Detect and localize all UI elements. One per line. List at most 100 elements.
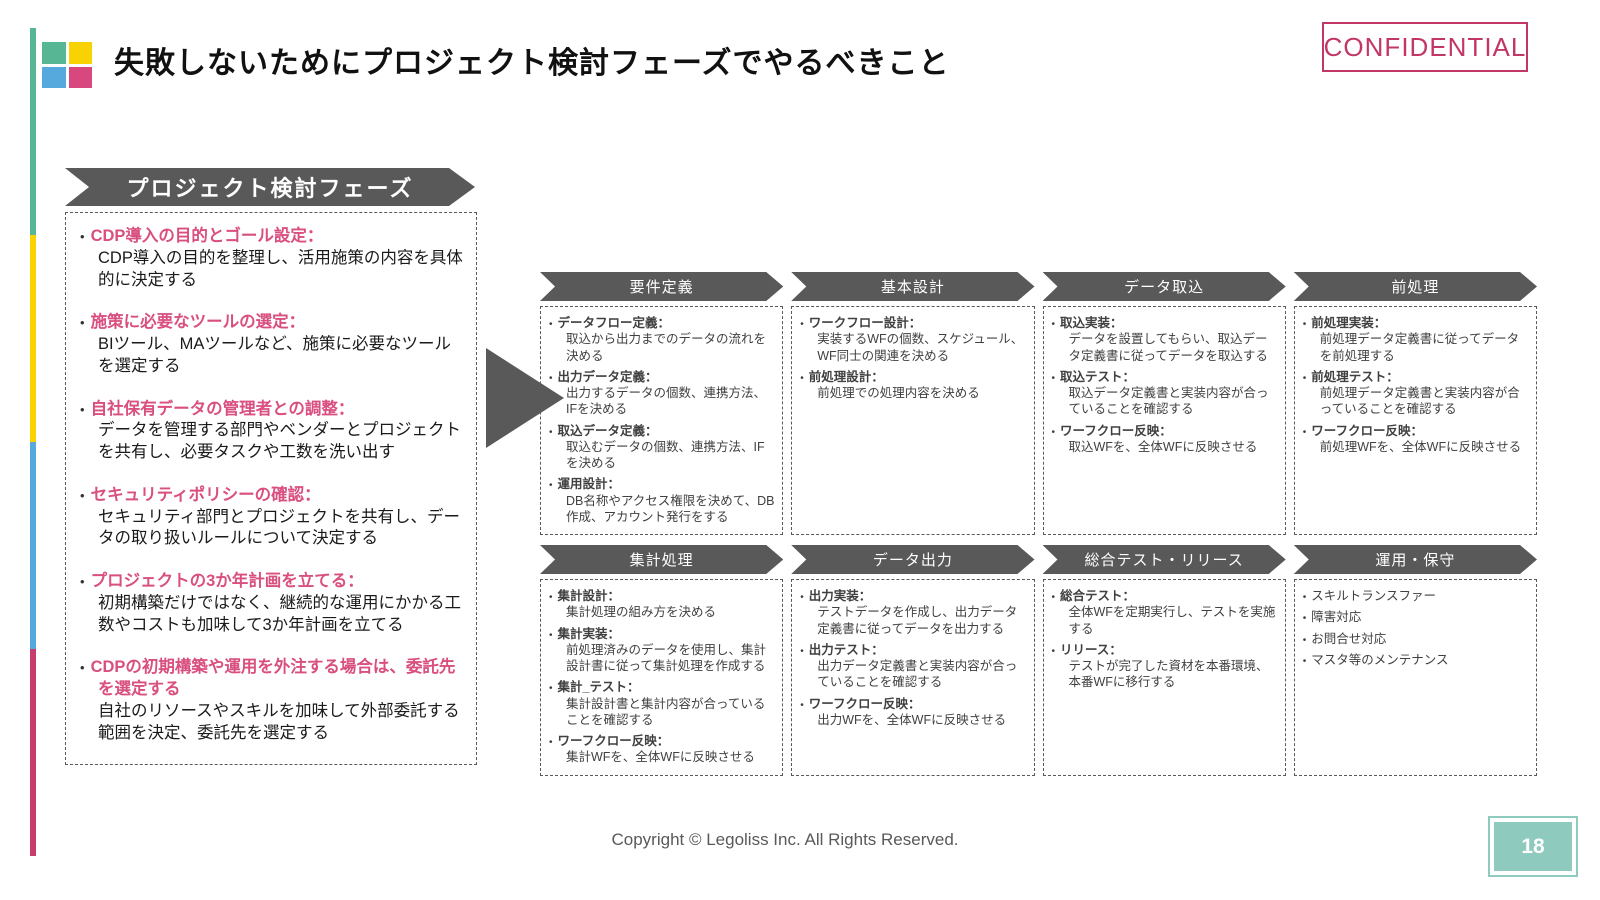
phase-header: 要件定義 xyxy=(540,272,783,301)
phase-header: 前処理 xyxy=(1294,272,1537,301)
panel-item-desc: セキュリティ部門とプロジェクトを共有し、データの取り扱いルールについて決定する xyxy=(98,507,461,548)
phase-item: •データフロー定義：取込から出力までのデータの流れを決める xyxy=(549,315,776,364)
bullet-icon: • xyxy=(800,699,804,711)
phase-item: •取込実装： データを設置してもらい、取込データ定義書に従ってデータを取込する xyxy=(1052,315,1279,364)
panel-item: •セキュリティポリシーの確認：セキュリティ部門とプロジェクトを共有し、データの取… xyxy=(80,485,464,550)
phase-item-desc: 前処理での処理内容を決める xyxy=(817,386,980,400)
phase-item-title: •ワーフクロー反映： xyxy=(549,734,670,748)
panel-item-desc: 自社のリソースやスキルを加味して外部委託する範囲を決定、委託先を選定する xyxy=(98,702,460,742)
phase-item: •前処理テスト： 前処理データ定義書と実装内容が合っていることを確認する xyxy=(1303,369,1530,418)
phase-header: 運用・保守 xyxy=(1294,545,1537,574)
phase-item: • お問合せ対応 xyxy=(1303,631,1530,647)
bullet-icon: • xyxy=(80,487,85,503)
phase-item-text: お問合せ対応 xyxy=(1311,631,1387,646)
phase-item: •集計_テスト：集計設計書と集計内容が合っていることを確認する xyxy=(549,679,776,728)
bullet-icon: • xyxy=(1302,372,1307,384)
accent-bar-segment-1 xyxy=(30,235,36,442)
phase-item: •出力テスト： 出力データ定義書と実装内容が合っていることを確認する xyxy=(800,642,1027,691)
bullet-icon: • xyxy=(549,426,553,438)
phase-item-desc: 出力データ定義書と実装内容が合っていることを確認する xyxy=(817,659,1018,690)
confidential-badge: CONFIDENTIAL xyxy=(1322,22,1528,72)
phase-box: •総合テスト：全体WFを定期実行し、テストを実施する•リリース：テストが完了した… xyxy=(1042,579,1286,776)
panel-item: •施策に必要なツールの選定：BIツール、MAツールなど、施策に必要なツールを選定… xyxy=(80,312,464,377)
accent-bar-segment-0 xyxy=(30,28,36,235)
phase-item: •ワーフクロー反映：取込WFを、全体WFに反映させる xyxy=(1052,423,1279,456)
phase-item-title: •集計_テスト： xyxy=(549,680,640,695)
phase-cell-2: データ取込•取込実装：データを設置してもらい、取込データ定義書に従ってデータを取… xyxy=(1042,272,1286,535)
phase-grid: 要件定義•データフロー定義：取込から出力までのデータの流れを決める•出力データ定… xyxy=(540,272,1537,776)
left-phase-banner: プロジェクト検討フェーズ xyxy=(65,168,475,206)
phase-item-desc: テストが完了した資材を本番環境、本番WFに移行する xyxy=(1068,659,1269,690)
phase-item-desc: テストデータを作成し、出力データ定義書に従ってデータを出力する xyxy=(817,605,1018,636)
bullet-icon: • xyxy=(800,645,804,657)
panel-item-title: •プロジェクトの3か年計画を立てる： xyxy=(80,572,364,591)
phase-item: •集計実装：前処理済みのデータを使用し、集計設計書に従って集計処理を作成する xyxy=(549,626,776,675)
phase-item-desc: データを設置してもらい、取込データ定義書に従ってデータを取込する xyxy=(1068,332,1268,363)
phase-item: •前処理実装：前処理データ定義書に従ってデータを前処理する xyxy=(1303,315,1530,364)
panel-item: •CDPの初期構築や運用を外注する場合は、委託先を選定する自社のリソースやスキル… xyxy=(80,657,464,744)
phase-box: •取込実装：データを設置してもらい、取込データ定義書に従ってデータを取込する•取… xyxy=(1042,306,1286,535)
phase-item-desc: 全体WFを定期実行し、テストを実施する xyxy=(1068,605,1276,636)
phase-header: 総合テスト・リリース xyxy=(1043,545,1286,574)
phase-item-desc: 出力WFを、全体WFに反映させる xyxy=(817,712,1007,727)
panel-item-title: •自社保有データの管理者との調整： xyxy=(80,399,355,418)
phase-item-desc: 集計WFを、全体WFに反映させる xyxy=(566,750,755,765)
phase-item-desc: 取込むデータの個数、連携方法、IFを決める xyxy=(566,439,765,470)
bullet-icon: • xyxy=(549,372,553,384)
phase-box: •データフロー定義：取込から出力までのデータの流れを決める •出力データ定義：出力… xyxy=(540,306,784,535)
phase-item: •集計設計： 集計処理の組み方を決める xyxy=(549,588,776,621)
phase-item-text: 障害対応 xyxy=(1311,610,1362,625)
phase-item-title: • お問合せ対応 xyxy=(1303,631,1530,647)
copyright: Copyright © Legoliss Inc. All Rights Res… xyxy=(611,830,959,849)
phase-item: •リリース：テストが完了した資材を本番環境、本番WFに移行する xyxy=(1052,642,1279,691)
bullet-icon: • xyxy=(80,574,85,590)
bullet-icon: • xyxy=(1051,372,1056,384)
phase-item: •ワークフロー設計：実装するWFの個数、スケジュール、WF同士の関連を決める xyxy=(800,315,1027,364)
phase-item: •取込データ定義：取込むデータの個数、連携方法、IFを決める xyxy=(549,423,776,472)
phase-item-text: マスタ等のメンテナンス xyxy=(1311,652,1449,667)
bullet-icon: • xyxy=(800,372,804,384)
phase-item-title: •取込実装： xyxy=(1051,316,1123,330)
bullet-icon: • xyxy=(80,660,85,676)
phase-item-title: •障害対応 xyxy=(1303,609,1530,625)
phase-header: 集計処理 xyxy=(540,545,783,574)
bullet-icon: • xyxy=(1302,634,1307,646)
phase-item-title: •出力テスト： xyxy=(800,642,884,657)
bullet-icon: • xyxy=(549,592,553,603)
phase-item-desc: 出力するデータの個数、連携方法、IFを決める xyxy=(566,386,767,417)
phase-cell-0: 要件定義 •データフロー定義：取込から出力までのデータの流れを決める •出力データ定… xyxy=(540,272,784,535)
phase-item: •ワーフクロー反映：前処理WFを、全体WFに反映させる xyxy=(1303,423,1530,456)
phase-item-title: •前処理テスト： xyxy=(1302,369,1399,384)
phase-item-desc: 集計処理の組み方を決める xyxy=(566,605,717,620)
phase-item-text: スキルトランスファー xyxy=(1311,589,1437,603)
panel-item-title: •CDP導入の目的とゴール設定： xyxy=(80,227,324,245)
phase-header: データ出力 xyxy=(791,545,1034,574)
bullet-icon: • xyxy=(80,315,85,331)
phase-item: •障害対応 xyxy=(1303,609,1530,625)
phase-cell-7: 運用・保守 •スキルトランスファー •障害対応 • お問合せ対応• マスタ等のメンテナンス xyxy=(1293,545,1537,776)
phase-box: •ワークフロー設計：実装するWFの個数、スケジュール、WF同士の関連を決める•前… xyxy=(791,306,1035,535)
phase-item-title: •データフロー定義： xyxy=(549,316,671,330)
phase-item: •出力データ定義：出力するデータの個数、連携方法、IFを決める xyxy=(549,369,776,418)
bullet-icon: • xyxy=(1051,319,1056,330)
bullet-icon: • xyxy=(1051,592,1056,603)
phase-item-desc: 前処理データ定義書に従ってデータを前処理する xyxy=(1319,332,1520,363)
bullet-icon: • xyxy=(1302,426,1307,438)
phase-item: •前処理設計：前処理での処理内容を決める xyxy=(800,369,1027,402)
phase-item: •ワーフクロー反映： 集計WFを、全体WFに反映させる xyxy=(549,733,776,766)
phase-item: •取込テスト：取込データ定義書と実装内容が合っていることを確認する xyxy=(1052,369,1279,418)
panel-item: •CDP導入の目的とゴール設定：CDP導入の目的を整理し、活用施策の内容を具体的… xyxy=(80,226,464,291)
phase-item-desc: 前処理データ定義書と実装内容が合っていることを確認する xyxy=(1319,386,1520,417)
phase-item-title: •出力実装： xyxy=(800,589,872,603)
page-title: 失敗しないためにプロジェクト検討フェーズでやるべきこと xyxy=(114,47,950,80)
phase-item: •運用設計：DB名称やアクセス権限を決めて、DB作成、アカウント発行をする xyxy=(549,476,776,525)
panel-item: •プロジェクトの3か年計画を立てる：初期構築だけではなく、継続的な運用にかかる工… xyxy=(80,571,464,636)
phase-cell-1: 基本設計•ワークフロー設計：実装するWFの個数、スケジュール、WF同士の関連を決… xyxy=(791,272,1035,535)
phase-cell-5: データ出力 •出力実装： テストデータを作成し、出力データ定義書に従ってデータを出力… xyxy=(791,545,1035,776)
phase-item-title: •集計設計： xyxy=(549,589,621,603)
bullet-icon: • xyxy=(800,592,804,603)
phase-item-title: •ワーフクロー反映： xyxy=(800,696,921,711)
phase-item: •スキルトランスファー xyxy=(1303,588,1530,604)
page-number: 18 xyxy=(1488,816,1578,877)
